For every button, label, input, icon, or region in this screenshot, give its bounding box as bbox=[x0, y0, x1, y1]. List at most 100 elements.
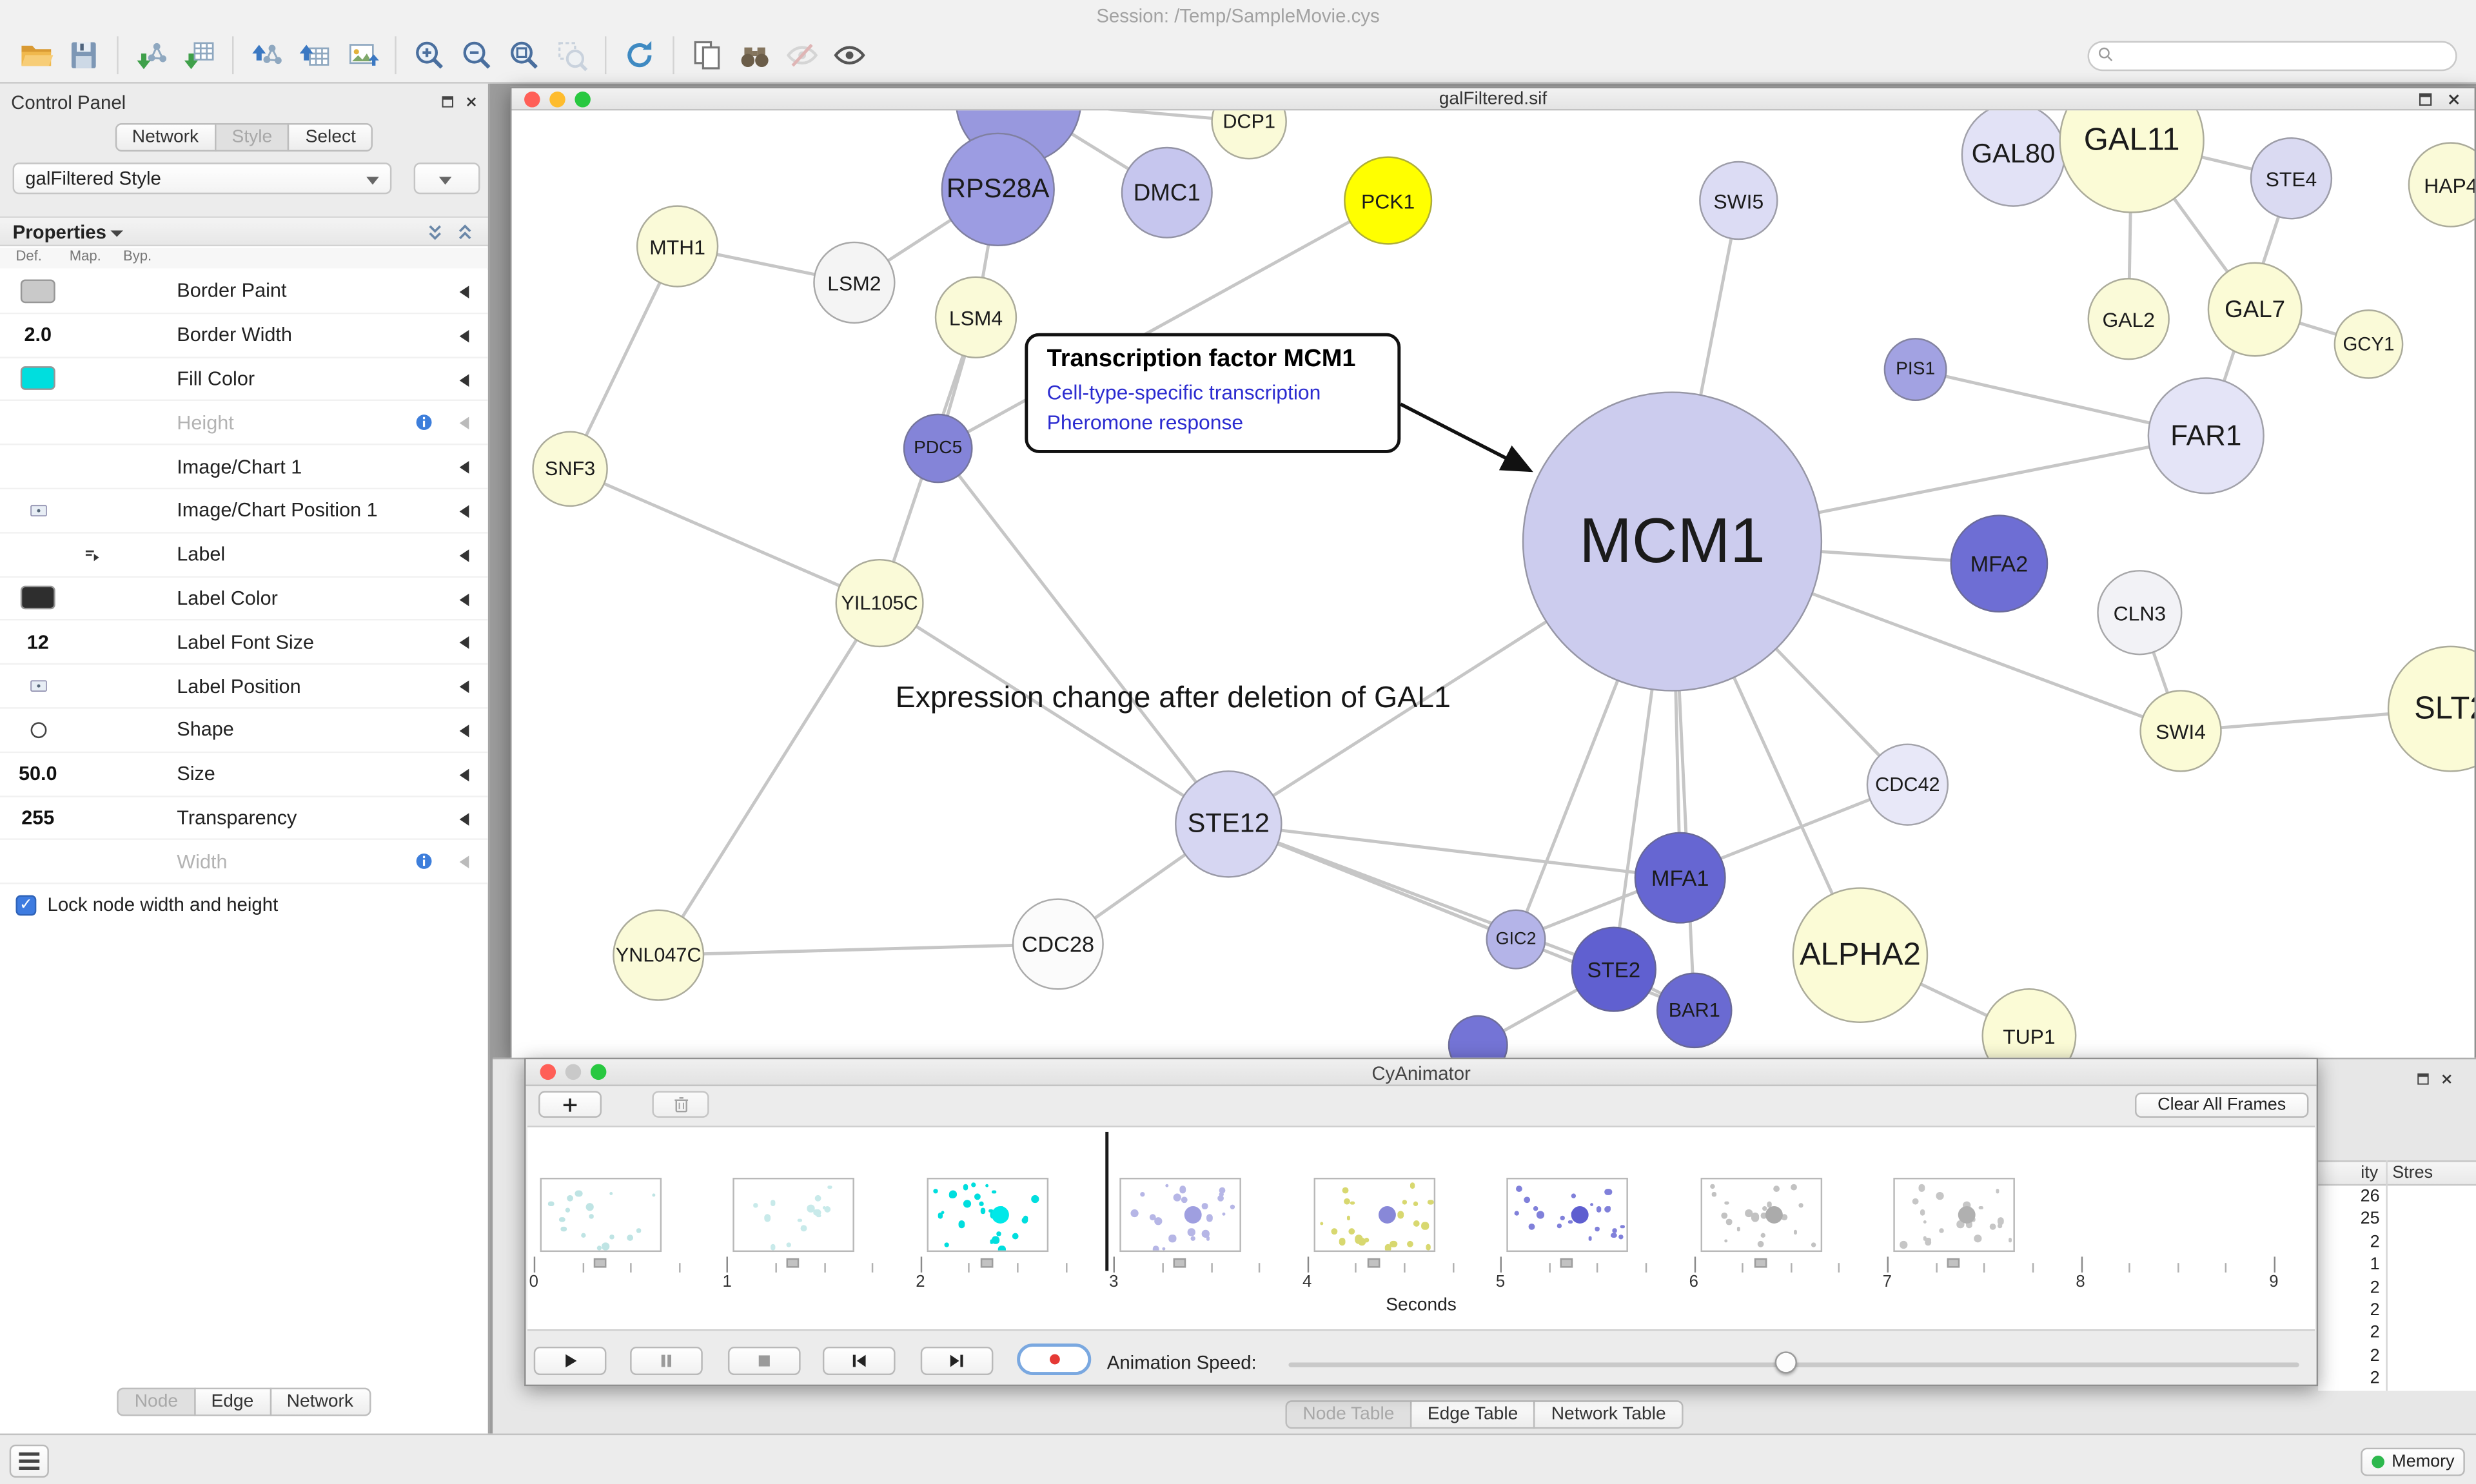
export-image-icon[interactable] bbox=[338, 33, 385, 77]
default-value-cell[interactable]: 12 bbox=[10, 631, 66, 653]
close-window-icon[interactable] bbox=[2446, 92, 2461, 107]
style-options-button[interactable] bbox=[413, 162, 480, 195]
network-window-titlebar[interactable]: galFiltered.sif bbox=[511, 88, 2475, 111]
tab-select[interactable]: Select bbox=[288, 123, 373, 152]
frame-handle-3[interactable] bbox=[1174, 1258, 1186, 1268]
node-RPS28A[interactable]: RPS28A bbox=[941, 132, 1055, 247]
hide-panel-icon[interactable] bbox=[778, 33, 825, 77]
add-frame-button[interactable] bbox=[538, 1091, 602, 1118]
import-table-icon[interactable] bbox=[175, 33, 222, 77]
node-unlabeled[interactable] bbox=[1448, 1015, 1508, 1058]
node-STE2[interactable]: STE2 bbox=[1571, 926, 1656, 1012]
network-window[interactable]: galFiltered.sif RPS28BDCP1RPS28ADMC1PCK1… bbox=[510, 86, 2476, 1058]
node-GAL80[interactable]: GAL80 bbox=[1961, 110, 2066, 207]
property-row-shape[interactable]: Shape bbox=[0, 708, 488, 753]
zoom-fit-icon[interactable] bbox=[500, 33, 547, 77]
node-GAL2[interactable]: GAL2 bbox=[2087, 278, 2170, 360]
node-MFA2[interactable]: MFA2 bbox=[1950, 514, 2049, 613]
style-tab-node[interactable]: Node bbox=[117, 1387, 195, 1416]
row-expand-arrow[interactable] bbox=[459, 549, 469, 562]
frame-handle-5[interactable] bbox=[1560, 1258, 1573, 1268]
row-expand-arrow[interactable] bbox=[459, 768, 469, 781]
table-column-header[interactable]: Stres bbox=[2392, 1163, 2433, 1183]
default-value-cell[interactable]: 50.0 bbox=[10, 763, 66, 785]
node-PCK1[interactable]: PCK1 bbox=[1344, 156, 1433, 245]
node-YIL105C[interactable]: YIL105C bbox=[835, 558, 924, 648]
frame-thumbnail-6[interactable] bbox=[1700, 1177, 1822, 1253]
zoom-selected-icon[interactable] bbox=[548, 33, 595, 77]
find-icon[interactable] bbox=[731, 33, 778, 77]
color-swatch[interactable] bbox=[20, 279, 55, 303]
delete-frame-button[interactable] bbox=[652, 1091, 709, 1118]
default-value-cell[interactable]: 2.0 bbox=[10, 324, 66, 346]
float-panel-icon[interactable] bbox=[2416, 1072, 2430, 1086]
open-session-icon[interactable] bbox=[13, 33, 60, 77]
annotation-box[interactable]: Transcription factor MCM1 Cell-type-spec… bbox=[1025, 333, 1401, 453]
node-SNF3[interactable]: SNF3 bbox=[532, 431, 608, 507]
import-network-icon[interactable] bbox=[128, 33, 175, 77]
annotation-link[interactable]: Pheromone response bbox=[1046, 410, 1244, 434]
frame-handle-4[interactable] bbox=[1367, 1258, 1380, 1268]
close-traffic-light[interactable] bbox=[524, 92, 540, 108]
default-value-cell[interactable] bbox=[10, 719, 66, 740]
frame-handle-0[interactable] bbox=[593, 1258, 607, 1268]
zoom-out-icon[interactable] bbox=[453, 33, 500, 77]
default-value-cell[interactable] bbox=[10, 586, 66, 610]
close-panel-icon[interactable] bbox=[2440, 1072, 2454, 1086]
playhead[interactable] bbox=[1105, 1131, 1108, 1271]
property-row-height[interactable]: Height bbox=[0, 401, 488, 446]
node-CDC42[interactable]: CDC42 bbox=[1866, 743, 1949, 826]
frame-thumbnail-3[interactable] bbox=[1120, 1177, 1242, 1253]
row-expand-arrow[interactable] bbox=[459, 592, 469, 606]
zoom-in-icon[interactable] bbox=[406, 33, 453, 77]
property-row-label-position[interactable]: Label Position bbox=[0, 665, 488, 709]
search-box[interactable] bbox=[2087, 41, 2457, 72]
minimize-traffic-light[interactable] bbox=[565, 1064, 582, 1080]
cyanimator-titlebar[interactable]: CyAnimator bbox=[526, 1059, 2317, 1086]
node-MTH1[interactable]: MTH1 bbox=[636, 205, 719, 288]
property-row-image-chart-position-1[interactable]: Image/Chart Position 1 bbox=[0, 489, 488, 534]
table-tab-node-table[interactable]: Node Table bbox=[1285, 1400, 1412, 1429]
minimize-traffic-light[interactable] bbox=[549, 92, 565, 108]
table-row[interactable]: 2 bbox=[2370, 1323, 2380, 1343]
node-GIC2[interactable]: GIC2 bbox=[1486, 909, 1546, 970]
node-TUP1[interactable]: TUP1 bbox=[1981, 988, 2077, 1058]
default-value-cell[interactable] bbox=[10, 367, 66, 391]
show-panels-button[interactable] bbox=[9, 1444, 49, 1478]
table-row[interactable]: 2 bbox=[2370, 1369, 2380, 1388]
save-session-icon[interactable] bbox=[60, 33, 107, 77]
node-BAR1[interactable]: BAR1 bbox=[1656, 972, 1733, 1049]
color-swatch[interactable] bbox=[20, 586, 55, 610]
table-tab-network-table[interactable]: Network Table bbox=[1533, 1400, 1684, 1429]
table-row[interactable]: 1 bbox=[2370, 1255, 2380, 1274]
node-ALPHA2[interactable]: ALPHA2 bbox=[1792, 887, 1929, 1023]
pause-button[interactable] bbox=[630, 1346, 703, 1376]
table-tab-edge-table[interactable]: Edge Table bbox=[1410, 1400, 1536, 1429]
node-DMC1[interactable]: DMC1 bbox=[1121, 146, 1213, 239]
close-traffic-light[interactable] bbox=[540, 1064, 556, 1080]
node-GAL7[interactable]: GAL7 bbox=[2207, 262, 2303, 357]
frame-handle-6[interactable] bbox=[1753, 1258, 1767, 1268]
frame-handle-2[interactable] bbox=[980, 1258, 994, 1268]
tab-network[interactable]: Network bbox=[114, 123, 217, 152]
table-row[interactable]: 2 bbox=[2370, 1233, 2380, 1252]
table-row[interactable]: 25 bbox=[2360, 1209, 2380, 1229]
table-row[interactable]: 26 bbox=[2360, 1187, 2380, 1207]
style-select-dropdown[interactable]: galFiltered Style bbox=[12, 162, 392, 195]
node-SWI4[interactable]: SWI4 bbox=[2139, 690, 2222, 772]
frame-thumbnail-5[interactable] bbox=[1506, 1177, 1629, 1253]
row-expand-arrow[interactable] bbox=[459, 856, 469, 869]
frame-thumbnail-1[interactable] bbox=[733, 1177, 855, 1253]
row-expand-arrow[interactable] bbox=[459, 417, 469, 431]
node-LSM4[interactable]: LSM4 bbox=[934, 276, 1017, 358]
float-window-icon[interactable] bbox=[2417, 92, 2433, 107]
stop-button[interactable] bbox=[727, 1346, 801, 1376]
frame-handle-7[interactable] bbox=[1947, 1258, 1960, 1268]
mapping-cell[interactable] bbox=[66, 544, 117, 565]
row-expand-arrow[interactable] bbox=[459, 505, 469, 518]
